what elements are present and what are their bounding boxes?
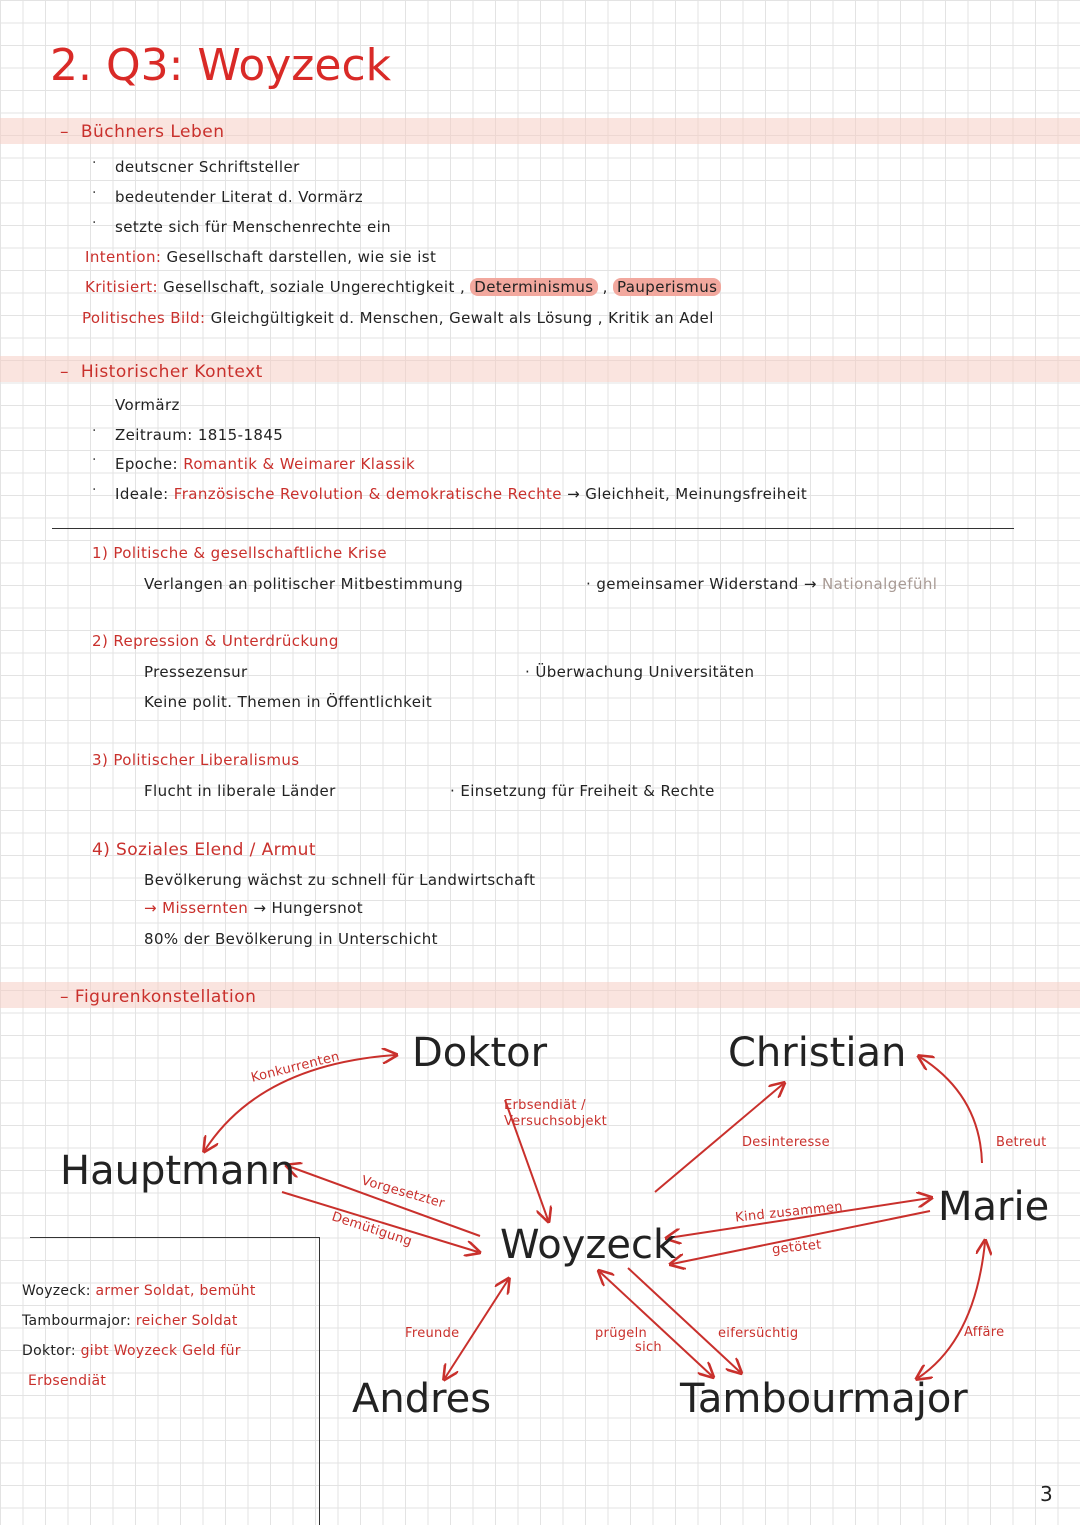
point-2-c: Keine polit. Themen in Öffentlichkeit <box>144 693 433 711</box>
label-sich: sich <box>635 1340 662 1355</box>
legend-border-right <box>319 1237 320 1525</box>
kontext-line-1: Vormärz <box>115 396 180 414</box>
label-affaere: Affäre <box>964 1325 1005 1340</box>
point-4-a: Bevölkerung wächst zu schnell für Landwi… <box>144 871 536 889</box>
name-woyzeck: Woyzeck <box>500 1222 677 1268</box>
name-marie: Marie <box>938 1184 1050 1230</box>
point-4-b: → Missernten → Hungersnot <box>144 899 364 917</box>
point-2-title: 2) Repression & Unterdrückung <box>92 632 339 650</box>
point-2-b: · Überwachung Universitäten <box>525 663 755 681</box>
label-erbsendiaet: Erbsendiät / <box>504 1098 586 1113</box>
name-tambourmajor: Tambourmajor <box>680 1376 968 1422</box>
point-4-c: 80% der Bevölkerung in Unterschicht <box>144 930 438 948</box>
label-pruegeln: prügeln <box>595 1326 648 1341</box>
point-3-title: 3) Politischer Liberalismus <box>92 751 300 769</box>
name-christian: Christian <box>728 1030 907 1076</box>
edge-hauptmann-doktor <box>205 1055 395 1150</box>
highlight-determinismus: Determinismus <box>470 278 598 296</box>
point-2-a: Pressezensur <box>144 663 248 681</box>
point-3-a: Flucht in liberale Länder <box>144 782 336 800</box>
point-1-title: 1) Politische & gesellschaftliche Krise <box>92 544 387 562</box>
kontext-line-2: Zeitraum: 1815-1845 <box>115 426 284 444</box>
edge-marie-woyzeck <box>672 1210 931 1264</box>
point-1-a: Verlangen an politischer Mitbestimmung <box>144 575 464 593</box>
section-kontext-heading: – Historischer Kontext <box>60 362 263 382</box>
edge-woyzeck-marie <box>668 1198 930 1238</box>
edge-marie-tambourmajor <box>918 1242 985 1378</box>
bullet-dot: · <box>92 452 97 468</box>
label-freunde: Freunde <box>405 1326 460 1341</box>
edge-woyzeck-andres <box>445 1280 508 1378</box>
edge-woyzeck-hauptmann <box>288 1166 481 1237</box>
highlight-pauperismus: Pauperismus <box>613 278 722 296</box>
page-title: 2. Q3: Woyzeck <box>50 40 392 91</box>
name-doktor: Doktor <box>412 1030 548 1076</box>
label-desinteresse: Desinteresse <box>742 1135 830 1150</box>
name-hauptmann: Hauptmann <box>60 1148 296 1194</box>
buechner-bullet-3: setzte sich für Menschenrechte ein <box>115 218 392 236</box>
character-diagram <box>0 1000 1080 1460</box>
bullet-dot: · <box>92 423 97 439</box>
edge-woyzeck-christian <box>654 1084 783 1193</box>
point-4-title: 4) Soziales Elend / Armut <box>92 840 316 860</box>
legend-tambourmajor: Tambourmajor: reicher Soldat <box>22 1313 238 1329</box>
section-buechner-heading: – Büchners Leben <box>60 122 225 142</box>
edge-doktor-woyzeck <box>504 1099 548 1220</box>
buechner-bullet-2: bedeutender Literat d. Vormärz <box>115 188 364 206</box>
edge-woyzeck-tambourmajor <box>600 1272 712 1376</box>
legend-woyzeck: Woyzeck: armer Soldat, bemüht <box>22 1283 256 1299</box>
section-band <box>0 982 1080 1008</box>
kontext-line-4: Ideale: Französische Revolution & demokr… <box>115 485 808 503</box>
kritik-line: Kritisiert: Gesellschaft, soziale Ungere… <box>85 278 722 296</box>
section-figuren-heading: – Figurenkonstellation <box>60 987 257 1007</box>
bullet-dot: · <box>92 482 97 498</box>
politisches-bild-line: Politisches Bild: Gleichgültigkeit d. Me… <box>82 309 714 327</box>
section-band <box>0 118 1080 144</box>
legend-doktor: Doktor: gibt Woyzeck Geld für <box>22 1343 241 1359</box>
legend-border-top <box>30 1237 320 1238</box>
point-3-b: · Einsetzung für Freiheit & Rechte <box>450 782 715 800</box>
point-1-b: · gemeinsamer Widerstand → Nationalgefüh… <box>586 575 938 593</box>
page-number: 3 <box>1040 1482 1053 1506</box>
section-band <box>0 356 1080 382</box>
name-andres: Andres <box>352 1376 492 1422</box>
edge-woyzeck-tambourmajor-2 <box>627 1267 740 1372</box>
edge-hauptmann-woyzeck <box>281 1191 478 1252</box>
bullet-dot: · <box>92 215 97 231</box>
label-eifersuechtig: eifersüchtig <box>718 1326 799 1341</box>
divider-line <box>52 528 1014 529</box>
bullet-dot: · <box>92 185 97 201</box>
buechner-bullet-1: deutscner Schriftsteller <box>115 158 300 176</box>
edge-marie-christian <box>920 1057 983 1164</box>
label-betreut: Betreut <box>996 1135 1047 1150</box>
intention-line: Intention: Gesellschaft darstellen, wie … <box>85 248 437 266</box>
kontext-line-3: Epoche: Romantik & Weimarer Klassik <box>115 455 416 473</box>
legend-doktor-cont: Erbsendiät <box>28 1373 107 1389</box>
bullet-dot: · <box>92 155 97 171</box>
label-versuchsobjekt: Versuchsobjekt <box>504 1114 608 1129</box>
